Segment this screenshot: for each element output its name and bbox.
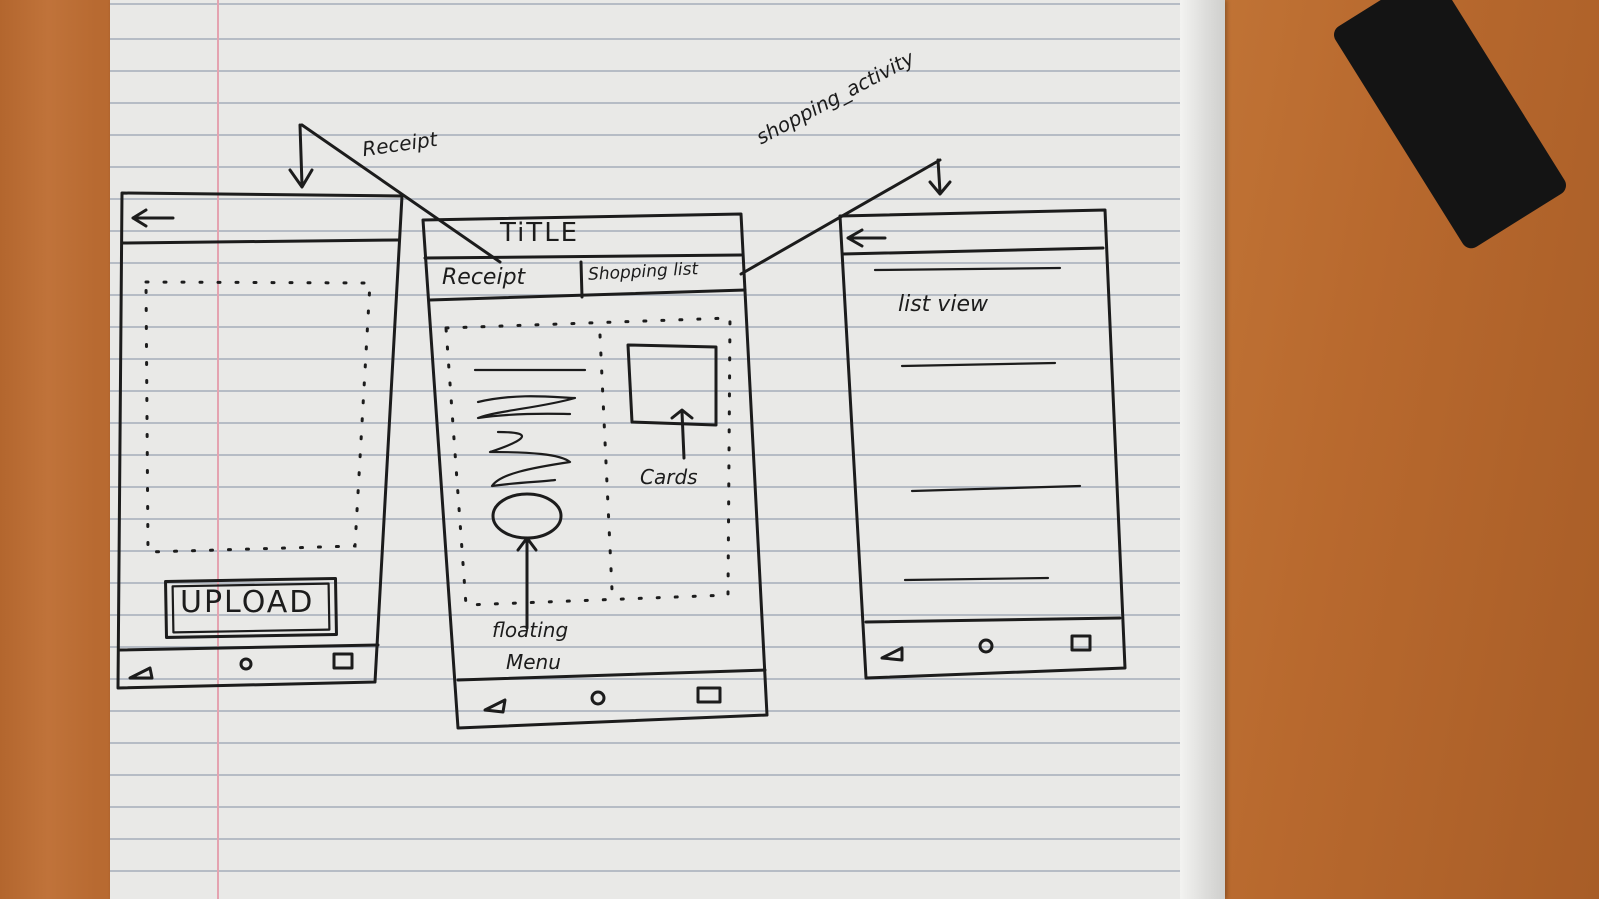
recents-square-icon[interactable] (696, 686, 722, 704)
receipt-connector-line (300, 123, 502, 264)
upload-button[interactable] (164, 577, 338, 639)
list-view-label: list view (898, 292, 988, 317)
list-row-line (903, 576, 1050, 582)
upload-appbar-divider (121, 238, 400, 245)
floating-menu-arrow (516, 536, 538, 630)
page-title: TiTLE (500, 218, 580, 248)
list-row-line (910, 484, 1082, 493)
card-separator (598, 333, 614, 592)
upload-button-label[interactable]: UPLOAD (180, 585, 315, 620)
back-triangle-icon[interactable] (880, 646, 904, 662)
upload-screen-frame (116, 191, 404, 690)
list-appbar-divider (841, 246, 1105, 256)
list-screen (838, 158, 1127, 680)
recents-square-icon[interactable] (332, 652, 354, 670)
arrow-left-icon[interactable] (131, 208, 175, 228)
upload-button-inner-border (171, 582, 331, 634)
back-triangle-icon[interactable] (128, 666, 154, 680)
home-circle-icon[interactable] (978, 638, 994, 654)
floating-menu-button[interactable] (491, 492, 563, 540)
main-screen-frame (421, 212, 769, 730)
arrow-left-icon[interactable] (846, 228, 887, 248)
cards-arrow-up (670, 408, 694, 460)
upload-screen (116, 123, 502, 690)
tab-separator (579, 260, 584, 299)
scribble-text (476, 395, 577, 420)
main-navbar-divider (456, 668, 767, 682)
home-circle-icon[interactable] (590, 690, 606, 706)
menu-annotation: Menu (506, 650, 561, 674)
upload-image-placeholder (144, 280, 372, 554)
upload-navbar-divider (118, 643, 380, 652)
scribble-text-2 (488, 430, 572, 488)
receipt-arrow-down (288, 123, 314, 189)
card-thumbnail (626, 343, 718, 427)
list-screen-frame (838, 208, 1127, 680)
receipt-card (444, 316, 732, 607)
main-appbar-divider (423, 253, 743, 260)
main-screen (421, 158, 942, 730)
home-circle-icon[interactable] (239, 657, 253, 671)
cards-annotation: Cards (640, 465, 698, 489)
tab-receipt[interactable]: Receipt (442, 265, 526, 290)
list-row-line (900, 361, 1057, 368)
back-triangle-icon[interactable] (483, 698, 507, 714)
tabs-divider (428, 288, 747, 302)
list-row-line (873, 266, 1062, 272)
notebook-page-edge (1180, 0, 1225, 899)
recents-square-icon[interactable] (1070, 634, 1092, 652)
shopping-arrow-down (928, 158, 952, 196)
notebook-page (110, 0, 1225, 899)
floating-annotation: floating (492, 618, 569, 642)
list-navbar-divider (864, 616, 1122, 624)
margin-line (217, 0, 219, 899)
